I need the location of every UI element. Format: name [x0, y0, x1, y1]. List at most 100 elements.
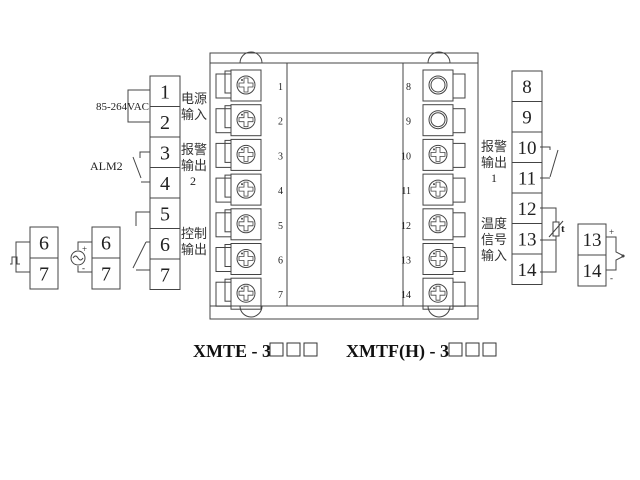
- screw-number: 12: [401, 221, 411, 232]
- screw-terminal: [215, 208, 262, 241]
- screw-number: 6: [278, 256, 283, 267]
- screw-number: 7: [278, 290, 283, 301]
- screw-terminal: [422, 243, 466, 275]
- thermocouple-wire: [606, 236, 626, 271]
- right-terminal-number: 9: [522, 107, 532, 128]
- screw-head-icon: [238, 216, 254, 232]
- temp-input-label-2: 信号: [481, 233, 507, 248]
- model-placeholder-box: [303, 342, 318, 357]
- left-terminal-number: 4: [160, 173, 170, 195]
- screw-number: 9: [406, 117, 411, 128]
- right-terminal-cell: [511, 253, 543, 285]
- left-terminal-cell: [149, 258, 181, 290]
- pulse-terminal-cell: [29, 257, 59, 290]
- alarm2-output-label-1: 报警: [181, 142, 207, 158]
- model-placeholder-box: [482, 342, 497, 357]
- screw-terminal: [422, 277, 466, 310]
- power-wire: [127, 89, 150, 123]
- screw-terminal: [215, 69, 262, 102]
- left-terminal-number: 7: [160, 264, 170, 286]
- control-output-label-1: 控制: [181, 227, 207, 242]
- bottom-left-hook: [239, 305, 263, 318]
- model-placeholder-box: [448, 342, 463, 357]
- alarm1-output-label-3: 1: [491, 171, 497, 185]
- power-input-label-2: 输入: [181, 107, 207, 123]
- screw-head-icon: [238, 181, 254, 197]
- screw-head-icon: [430, 251, 446, 266]
- current-terminal-number: 6: [101, 233, 111, 255]
- tc-minus-label: -: [610, 273, 613, 283]
- screw-head-icon: [238, 77, 254, 93]
- alarm1-output-label-2: 输出: [481, 155, 507, 171]
- screw-head-icon: [430, 181, 446, 197]
- left-terminal-number: 5: [160, 203, 170, 225]
- bottom-right-hook: [427, 305, 451, 318]
- screw-terminal: [215, 138, 262, 171]
- power-input-label-1: 电源: [181, 92, 207, 107]
- control-output-label-2: 输出: [181, 242, 207, 258]
- screw-number: 14: [401, 290, 411, 301]
- pulse-terminal-number: 6: [39, 233, 49, 255]
- alarm2-output-label-2: 输出: [181, 158, 207, 174]
- rtd-t-label: t: [561, 223, 565, 235]
- rtd-wire-12: [540, 207, 557, 222]
- screw-terminal: [215, 173, 262, 206]
- screw-terminal: [422, 138, 466, 171]
- alarm1-wire-top: [540, 146, 551, 150]
- control-wire-5: [135, 211, 150, 226]
- empty-terminal-icon: [430, 112, 446, 128]
- screw-number: 3: [278, 151, 283, 162]
- left-terminal-number: 1: [160, 81, 170, 103]
- screw-terminal: [422, 69, 466, 102]
- right-terminal-number: 8: [522, 77, 532, 98]
- screw-terminal: [422, 104, 466, 137]
- screw-head-icon: [430, 216, 446, 232]
- device-body-outline: [209, 52, 479, 320]
- alarm2-wire-top: [139, 151, 150, 158]
- top-right-hook: [427, 51, 451, 64]
- empty-terminal-icon: [430, 77, 446, 93]
- left-terminal-number: 6: [160, 234, 170, 256]
- tc-terminal-number: 13: [583, 230, 602, 251]
- screw-number: 13: [401, 256, 411, 267]
- screw-head-icon: [238, 285, 254, 301]
- rtd-wire-14: [540, 236, 557, 273]
- screw-terminal: [215, 243, 262, 275]
- screw-number: 5: [278, 221, 283, 232]
- screw-number: 2: [278, 117, 283, 128]
- alarm2-switch: [132, 156, 142, 179]
- screw-head-icon: [238, 112, 254, 128]
- model-xmte: XMTE - 3: [193, 341, 271, 361]
- screw-terminal: [215, 277, 262, 310]
- model-xmtf: XMTF(H) - 3: [346, 341, 449, 362]
- alarm1-switch: [549, 149, 559, 178]
- screw-number: 11: [401, 186, 411, 197]
- right-terminal-number: 13: [518, 229, 537, 250]
- screw-head-icon: [430, 147, 446, 162]
- screw-number: 10: [401, 151, 411, 162]
- screw-head-icon: [238, 251, 254, 266]
- right-terminal-number: 14: [518, 260, 538, 281]
- current-plus-label: +: [82, 244, 87, 254]
- control-switch: [132, 241, 147, 269]
- screw-number: 8: [406, 82, 411, 93]
- model-placeholder-box: [286, 342, 301, 357]
- pulse-wire: [15, 241, 30, 273]
- left-terminal-number: 3: [160, 142, 170, 164]
- screw-terminal: [422, 208, 466, 241]
- model-placeholder-box: [465, 342, 480, 357]
- screw-number: 4: [278, 186, 283, 197]
- model-xmtf-boxes: [448, 342, 497, 357]
- model-xmte-boxes: [269, 342, 318, 357]
- ac-source-icon: [70, 250, 86, 266]
- current-terminal-number: 7: [101, 264, 111, 286]
- screw-head-icon: [238, 147, 254, 162]
- temp-input-label-1: 温度: [481, 216, 507, 232]
- temp-input-label-3: 输入: [481, 248, 507, 264]
- current-minus-label: -: [82, 263, 85, 273]
- left-terminal-number: 2: [160, 112, 170, 134]
- pulse-terminal-number: 7: [39, 264, 49, 286]
- power-voltage-label: 85-264VAC: [96, 101, 149, 113]
- right-terminal-number: 12: [518, 199, 537, 220]
